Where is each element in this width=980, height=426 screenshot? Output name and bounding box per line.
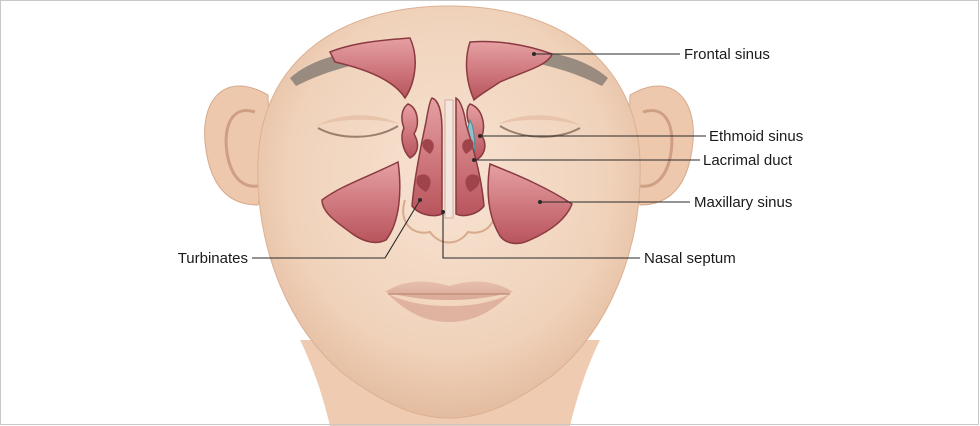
leader-dot-ethmoid [478,134,482,138]
leader-dot-septum [441,210,445,214]
leader-dot-frontal [532,52,536,56]
label-lacrimal-duct: Lacrimal duct [703,152,793,169]
label-turbinates: Turbinates [178,250,248,267]
label-nasal-septum: Nasal septum [644,250,736,267]
leader-dot-maxillary [538,200,542,204]
leader-dot-turbinates [418,198,422,202]
left-ethmoid-sinus [402,104,418,158]
nasal-septum [445,100,453,218]
label-frontal-sinus: Frontal sinus [684,46,770,63]
label-maxillary-sinus: Maxillary sinus [694,194,792,211]
leader-dot-lacrimal [472,158,476,162]
label-ethmoid-sinus: Ethmoid sinus [709,128,803,145]
